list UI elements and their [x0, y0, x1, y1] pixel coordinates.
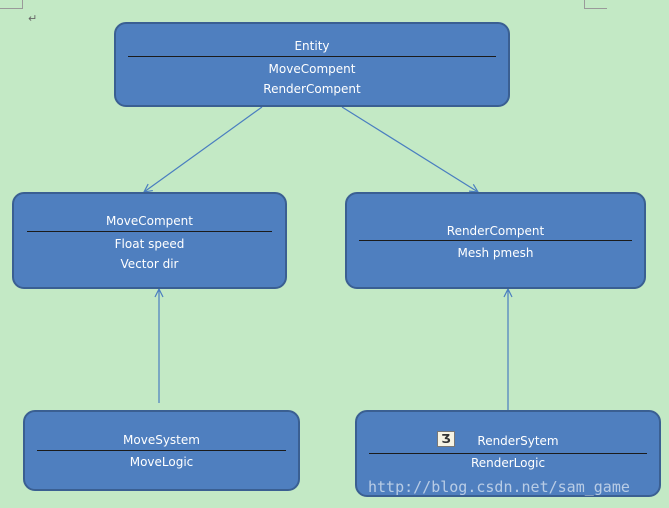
node-rendercompent-divider	[359, 240, 632, 241]
node-rendercompent[interactable]: RenderCompent Mesh pmesh	[345, 192, 646, 289]
node-entity[interactable]: Entity MoveCompent RenderCompent	[114, 22, 510, 107]
node-rendercompent-title: RenderCompent	[446, 224, 545, 238]
node-rendersystem-field: RenderLogic	[470, 456, 546, 470]
node-movesystem-title: MoveSystem	[123, 433, 200, 447]
node-rendersystem-title: RenderSytem	[477, 434, 559, 448]
node-rendercompent-field: Mesh pmesh	[457, 246, 534, 260]
node-movecompent-field: Float speed	[114, 237, 185, 251]
edge-entity-to-rendercompent	[341, 106, 478, 192]
paragraph-mark-icon: ↵	[28, 12, 38, 25]
node-entity-divider	[128, 56, 496, 57]
page-corner-mark-left	[0, 0, 23, 9]
node-movecompent-title: MoveCompent	[106, 214, 193, 228]
embedded-object-icon: Ʒ	[437, 431, 455, 447]
node-movecompent-divider	[27, 231, 272, 232]
node-entity-title: Entity	[294, 39, 330, 53]
page-corner-mark-right	[584, 0, 607, 9]
node-rendersystem[interactable]: Ʒ RenderSytem RenderLogic	[355, 410, 661, 497]
watermark-text: http://blog.csdn.net/sam_game	[368, 478, 630, 496]
node-movesystem-field: MoveLogic	[129, 455, 194, 469]
node-movecompent[interactable]: MoveCompent Float speed Vector dir	[12, 192, 287, 289]
edge-entity-to-movecompent	[144, 106, 263, 192]
node-movecompent-field: Vector dir	[120, 257, 179, 271]
node-movesystem-divider	[37, 450, 286, 451]
node-entity-field: MoveCompent	[268, 62, 356, 76]
node-movesystem[interactable]: MoveSystem MoveLogic	[23, 410, 300, 491]
node-entity-field: RenderCompent	[263, 82, 361, 96]
node-rendersystem-divider	[369, 453, 647, 454]
